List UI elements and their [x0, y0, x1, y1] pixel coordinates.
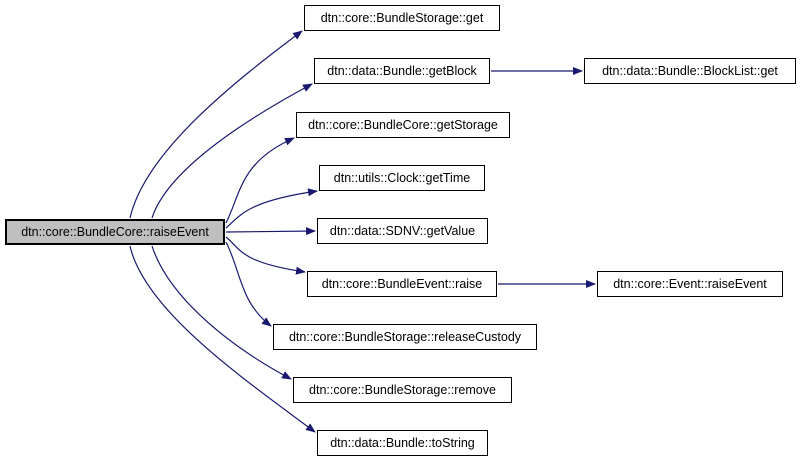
call-edge-raiseEvent-storage-get: [129, 30, 303, 219]
call-edge-raiseEvent-getBlock: [151, 83, 313, 219]
graph-node-getStorage[interactable]: dtn::core::BundleCore::getStorage: [296, 112, 510, 138]
graph-node-toString[interactable]: dtn::data::Bundle::toString: [317, 430, 488, 456]
graph-node-remove[interactable]: dtn::core::BundleStorage::remove: [293, 377, 512, 403]
graph-node-releaseCustody[interactable]: dtn::core::BundleStorage::releaseCustody: [273, 324, 537, 350]
graph-node-raise[interactable]: dtn::core::BundleEvent::raise: [307, 271, 497, 297]
call-edge-raiseEvent-releaseCustody: [225, 241, 272, 327]
call-edge-raiseEvent-getStorage: [225, 137, 295, 224]
graph-node-getTime[interactable]: dtn::utils::Clock::getTime: [319, 165, 485, 191]
call-edge-raiseEvent-raise: [225, 236, 306, 275]
call-edge-raiseEvent-getTime: [225, 188, 318, 229]
call-edge-raiseEvent-remove: [151, 245, 292, 380]
call-edge-raiseEvent-getValue: [225, 227, 316, 236]
graph-node-raiseEvent: dtn::core::BundleCore::raiseEvent: [5, 219, 225, 245]
graph-node-getValue[interactable]: dtn::data::SDNV::getValue: [317, 218, 488, 244]
graph-node-event-raiseEvent[interactable]: dtn::core::Event::raiseEvent: [597, 271, 783, 297]
call-edge-raiseEvent-toString: [129, 245, 316, 433]
graph-node-getBlock[interactable]: dtn::data::Bundle::getBlock: [314, 58, 490, 84]
graph-node-storage-get[interactable]: dtn::core::BundleStorage::get: [304, 5, 500, 31]
graph-node-blocklist-get[interactable]: dtn::data::Bundle::BlockList::get: [584, 58, 796, 84]
